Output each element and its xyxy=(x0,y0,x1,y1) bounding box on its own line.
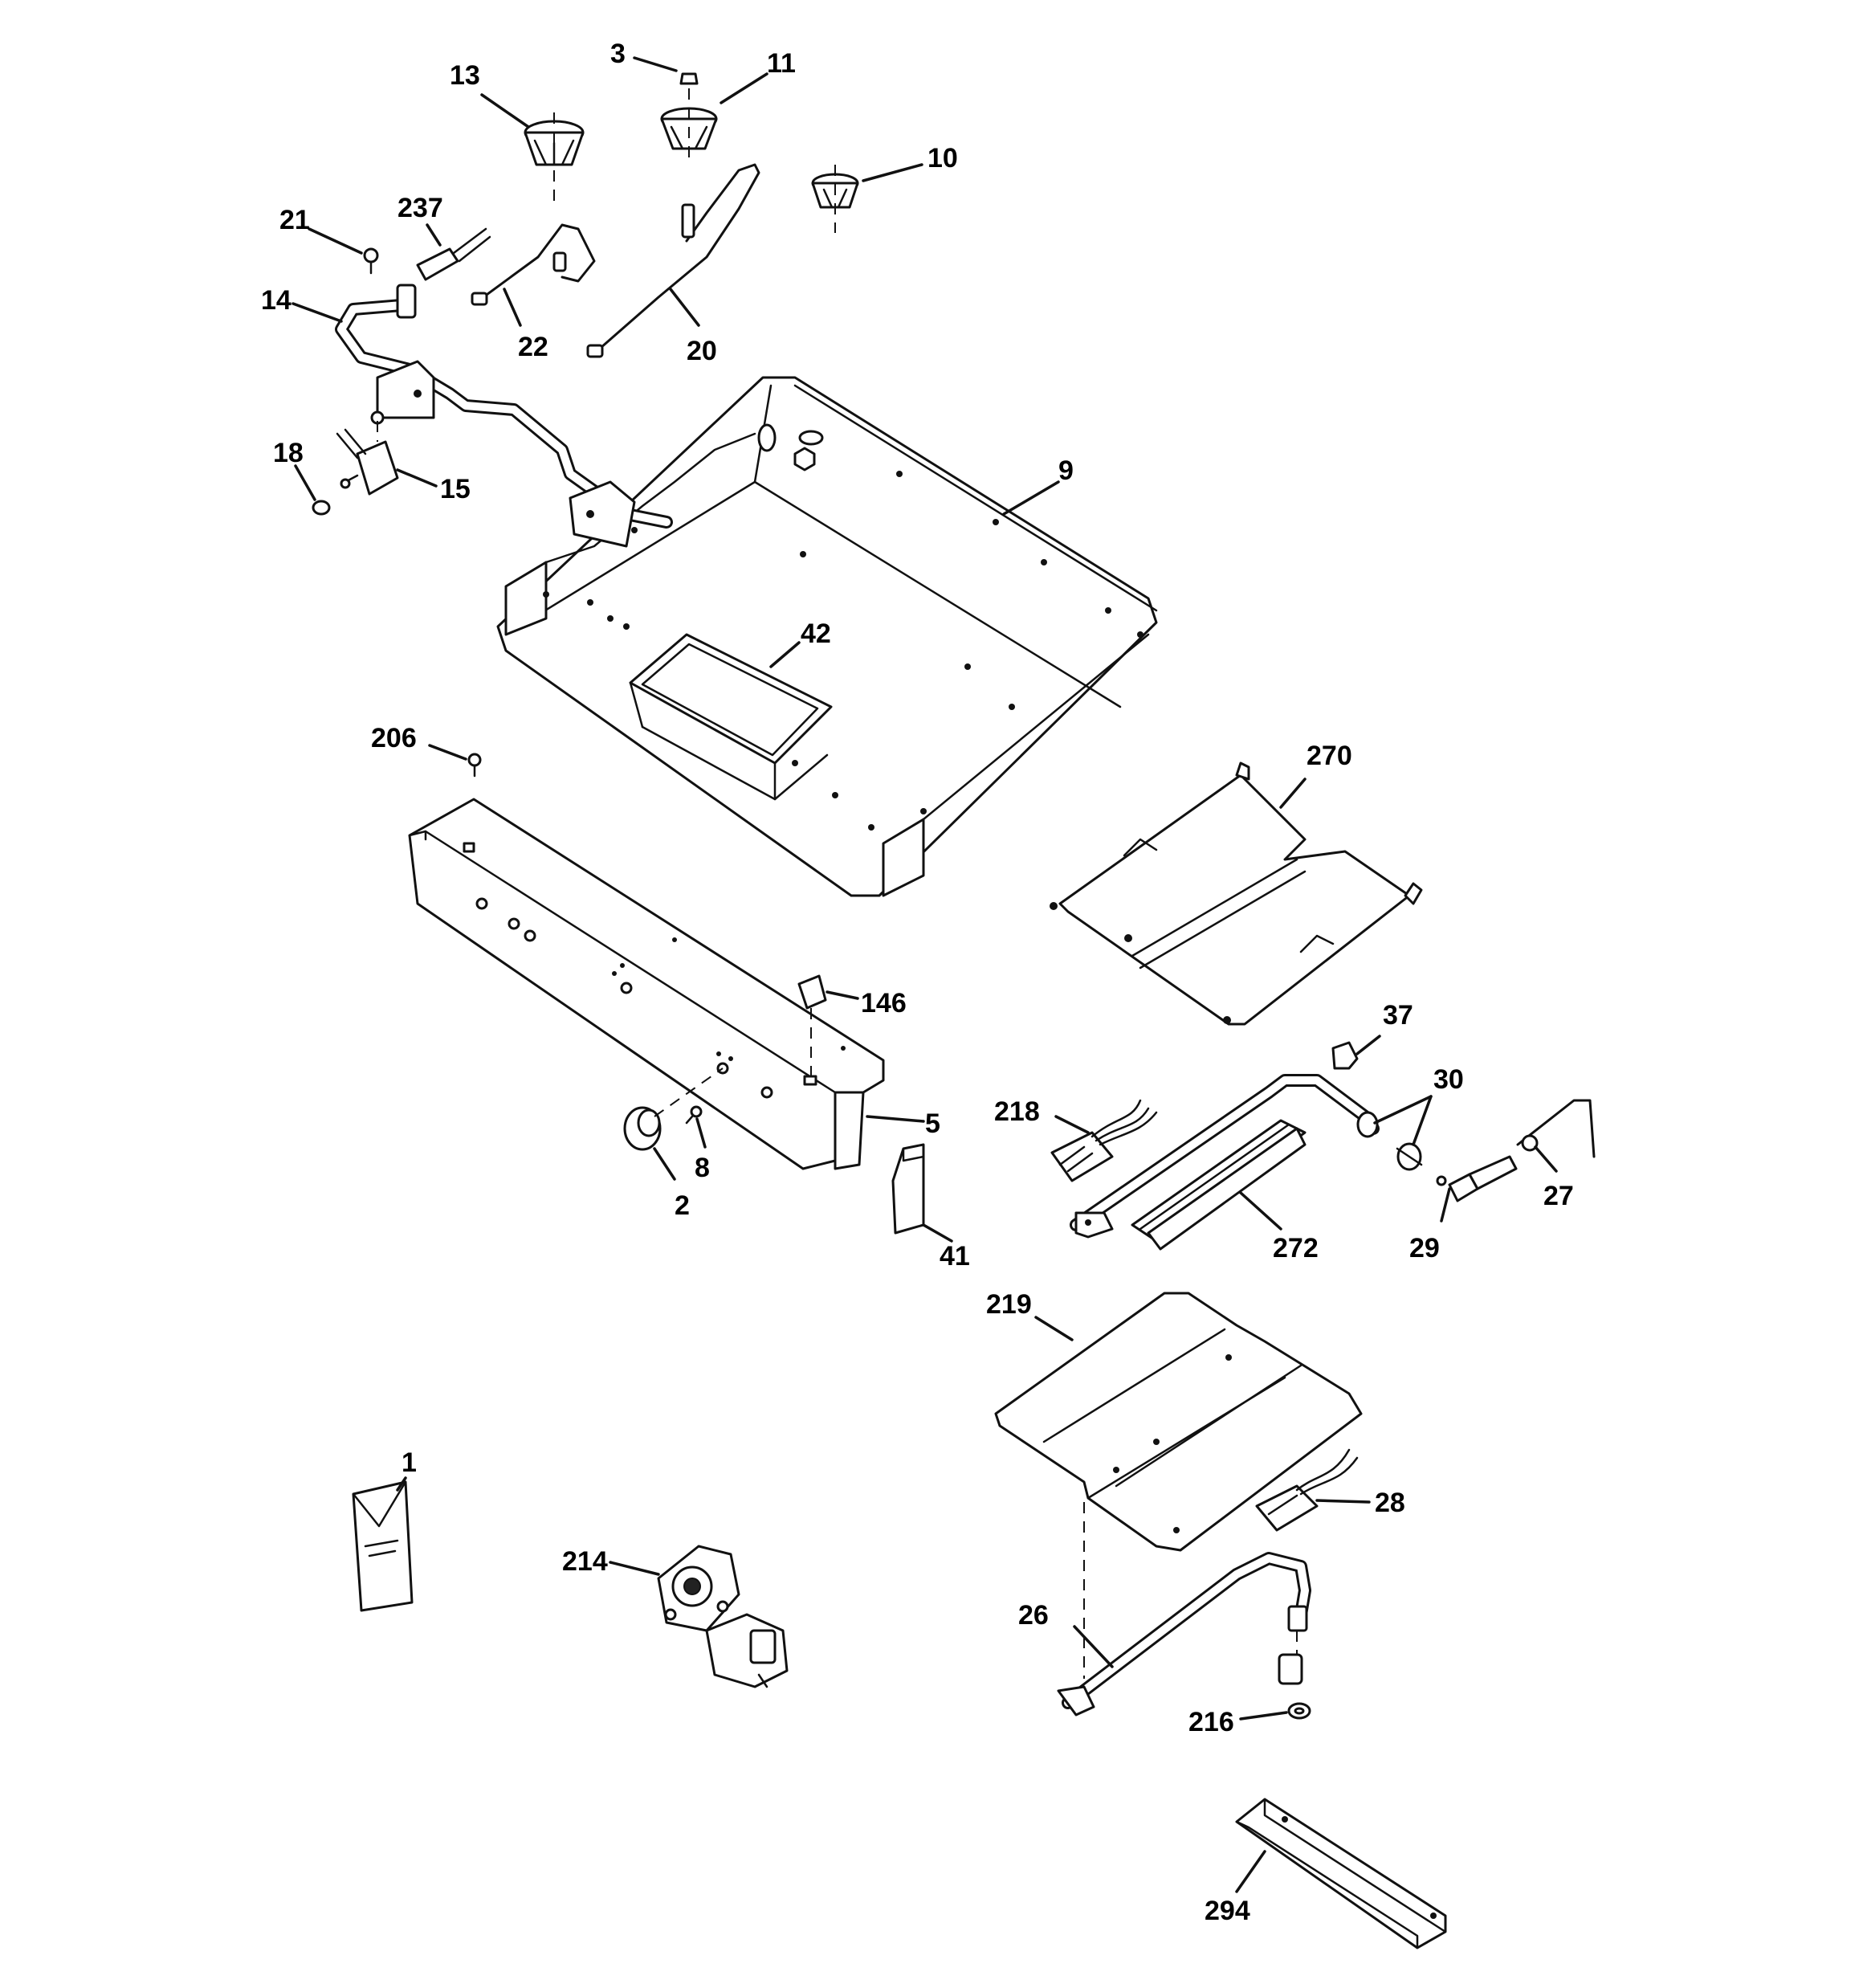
part-218-igniter xyxy=(1050,1099,1158,1182)
part-146-clip xyxy=(797,974,827,1086)
part-10-burner-head xyxy=(811,165,859,233)
callout-2: 2 xyxy=(675,1190,690,1221)
callout-219: 219 xyxy=(986,1289,1032,1320)
part-27-gas-tube xyxy=(1516,1099,1596,1158)
callout-1: 1 xyxy=(402,1447,417,1478)
callout-8: 8 xyxy=(695,1153,710,1183)
callout-10: 10 xyxy=(927,143,958,173)
part-9-burner-box xyxy=(496,376,1158,897)
callout-41: 41 xyxy=(940,1241,970,1272)
part-237-orifice xyxy=(416,227,491,281)
callout-13: 13 xyxy=(450,60,480,91)
callout-42: 42 xyxy=(801,618,831,649)
callout-29: 29 xyxy=(1409,1233,1440,1263)
callout-27: 27 xyxy=(1543,1181,1574,1211)
part-270-heat-shield xyxy=(1050,761,1423,1026)
callout-237: 237 xyxy=(397,193,443,223)
callout-272: 272 xyxy=(1273,1233,1319,1263)
part-1-literature xyxy=(352,1480,414,1612)
callout-28: 28 xyxy=(1375,1488,1405,1518)
callout-37: 37 xyxy=(1383,1000,1413,1031)
callout-30: 30 xyxy=(1433,1064,1464,1095)
callout-labels: 3 11 13 10 21 237 14 22 20 18 15 9 42 20… xyxy=(261,39,1574,1926)
part-18-nut xyxy=(312,500,331,516)
part-21-screw xyxy=(363,247,379,275)
callout-21: 21 xyxy=(279,205,310,235)
callout-20: 20 xyxy=(687,336,717,366)
callout-14: 14 xyxy=(261,285,291,316)
callout-11: 11 xyxy=(767,48,796,79)
callout-146: 146 xyxy=(861,988,907,1018)
part-272-baffle xyxy=(1131,1119,1307,1251)
part-29-orifice-holder xyxy=(1436,1155,1518,1202)
callout-26: 26 xyxy=(1018,1600,1049,1631)
part-42-access-panel xyxy=(629,633,833,801)
part-26-broil-burner xyxy=(1057,1502,1311,1717)
callout-270: 270 xyxy=(1307,741,1352,771)
part-30-bake-burner xyxy=(1070,1074,1423,1239)
part-216-nut xyxy=(1287,1702,1311,1720)
part-28-igniter xyxy=(1255,1448,1359,1532)
callout-216: 216 xyxy=(1188,1707,1234,1737)
callout-9: 9 xyxy=(1058,455,1074,486)
callout-206: 206 xyxy=(371,723,417,753)
part-206-screw xyxy=(467,753,482,778)
part-8-screw xyxy=(685,1105,703,1125)
part-214-gas-valve xyxy=(657,1545,789,1688)
part-2-knob xyxy=(623,1067,724,1151)
part-14-manifold xyxy=(335,284,673,548)
part-5-manifold-panel xyxy=(408,798,885,1170)
part-20-gas-tube xyxy=(586,163,760,358)
callout-3: 3 xyxy=(610,39,626,69)
callout-5: 5 xyxy=(925,1108,940,1139)
part-294-bracket xyxy=(1235,1798,1447,1949)
part-13-burner-head xyxy=(524,112,585,205)
part-15-valve xyxy=(336,402,399,496)
part-22-gas-tube xyxy=(471,223,596,306)
part-219-broil-shield xyxy=(994,1292,1363,1552)
callout-15: 15 xyxy=(440,474,471,504)
leader-lines xyxy=(291,56,1558,1893)
callout-214: 214 xyxy=(562,1546,608,1577)
callout-18: 18 xyxy=(273,438,304,468)
callout-218: 218 xyxy=(994,1096,1040,1127)
part-37-bracket xyxy=(1331,1041,1359,1070)
part-41-end-cap xyxy=(891,1143,925,1235)
part-11-burner-head xyxy=(660,88,718,161)
callout-22: 22 xyxy=(518,332,548,362)
part-3-cap xyxy=(679,72,699,85)
callout-294: 294 xyxy=(1205,1896,1250,1926)
